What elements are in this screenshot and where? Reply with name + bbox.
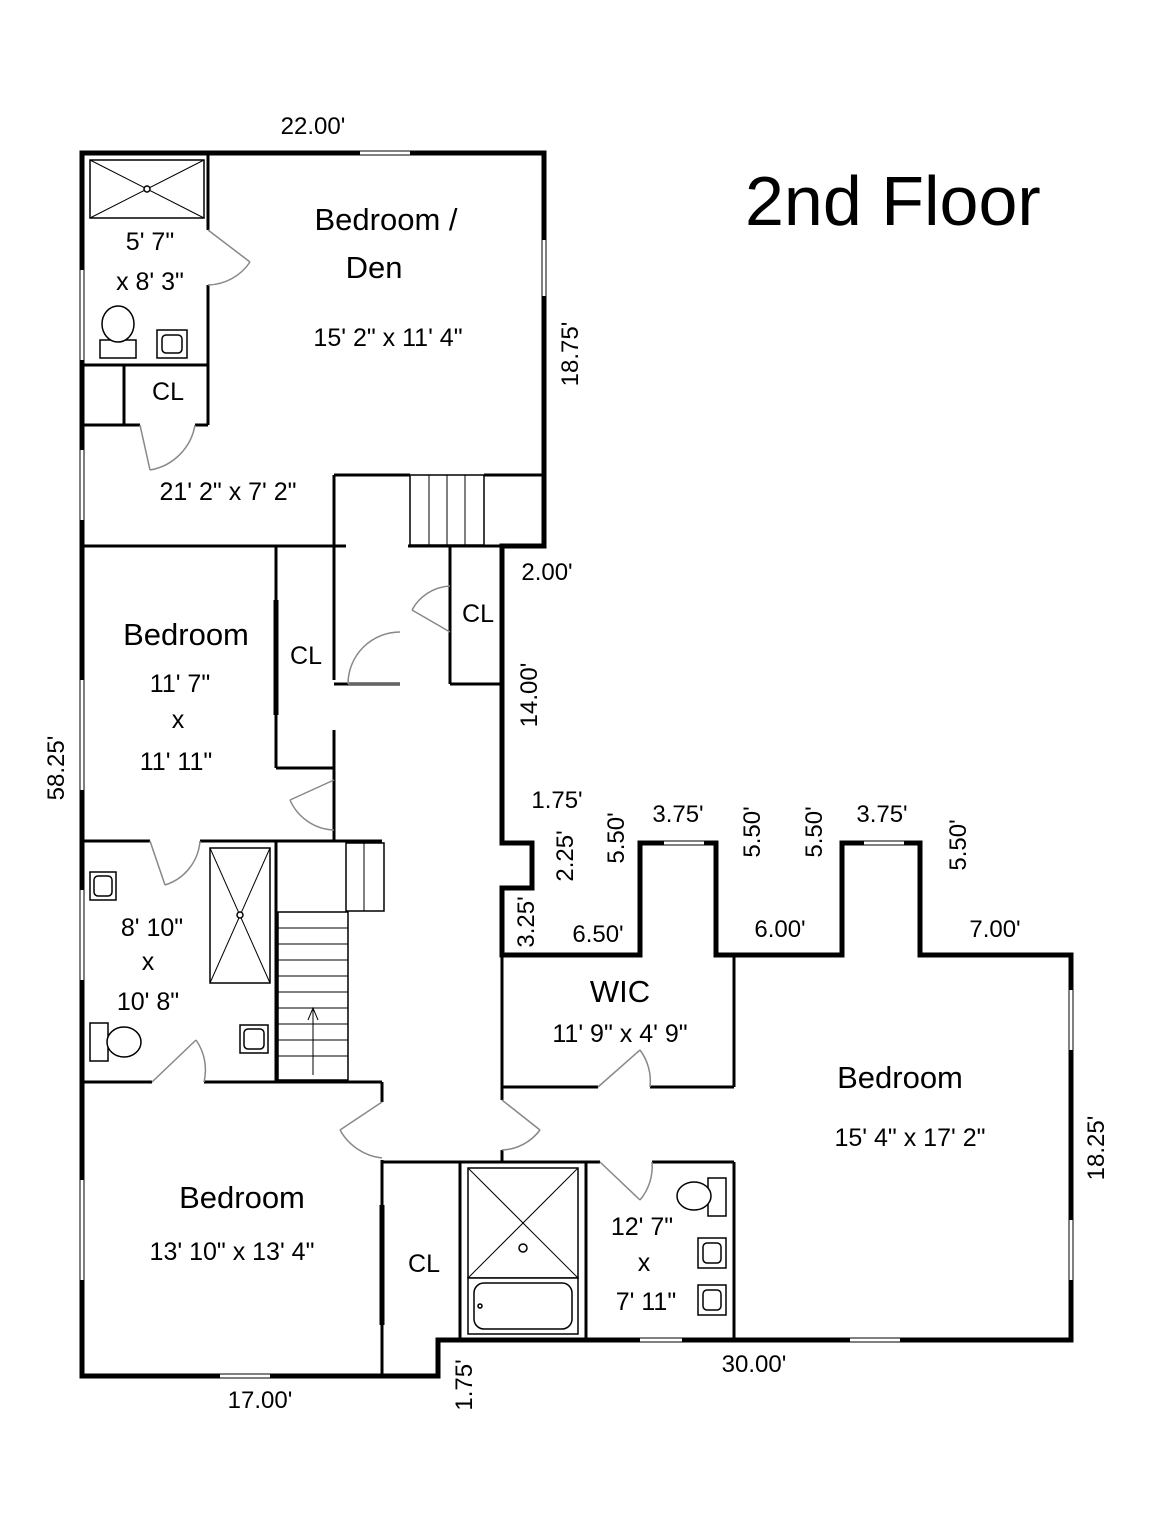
dim-right-lower: 18.25' <box>1083 1116 1110 1181</box>
toilet-mid-icon <box>89 1022 142 1062</box>
bath-top-size-2: x 8' 3" <box>116 268 184 296</box>
sink-master-2-icon <box>697 1284 727 1316</box>
shower-top-icon <box>89 159 205 219</box>
bedroom-den-size: 15' 2" x 11' 4" <box>313 324 462 352</box>
closet-mid-label: CL <box>290 642 322 670</box>
dim-jog-325: 3.25' <box>513 896 540 947</box>
dimension-labels: 22.00' 18.75' 2.00' 14.00' 58.25' 1.75' … <box>43 113 1110 1414</box>
dim-jog-175: 1.75' <box>531 787 582 814</box>
closet-bottom-label: CL <box>408 1250 440 1278</box>
dim-right-upper: 18.75' <box>557 322 584 387</box>
bedroom-bottom-label: Bedroom <box>179 1180 305 1215</box>
dim-top: 22.00' <box>281 113 346 140</box>
bedroom-den-label-2: Den <box>346 250 403 285</box>
dim-gap-600: 6.00' <box>754 916 805 943</box>
bedroom-mid-label: Bedroom <box>123 617 249 652</box>
toilet-master-icon <box>676 1177 727 1217</box>
dim-bump1-top: 3.75' <box>652 801 703 828</box>
closet-top-label: CL <box>152 378 184 406</box>
dim-right-mid: 14.00' <box>516 663 543 728</box>
bedroom-bottom-size: 13' 10" x 13' 4" <box>150 1238 315 1266</box>
stairs-main-icon <box>277 842 385 1081</box>
dim-bump2-top: 3.75' <box>856 801 907 828</box>
fixtures <box>89 159 727 1335</box>
dim-bump2-side-b: 5.50' <box>945 819 972 870</box>
master-bath-size-3: 7' 11" <box>616 1288 676 1316</box>
bedroom-mid-size-1: 11' 7" <box>150 670 210 698</box>
sink-mid-left-icon <box>89 871 117 901</box>
doors <box>139 229 653 1325</box>
sink-master-1-icon <box>697 1237 727 1269</box>
shower-mid-icon <box>209 847 271 984</box>
dim-left: 58.25' <box>43 736 70 801</box>
sink-top-icon <box>156 329 188 359</box>
dim-step-2: 2.00' <box>521 559 572 586</box>
dim-jog-225: 2.25' <box>552 830 579 881</box>
shower-master-icon <box>467 1167 579 1279</box>
wic-size: 11' 9" x 4' 9" <box>552 1020 687 1048</box>
master-bath-size-2: x <box>638 1249 651 1277</box>
hall-top-size: 21' 2" x 7' 2" <box>159 478 296 506</box>
interior-walls <box>82 153 736 1376</box>
dim-bump-650: 6.50' <box>572 921 623 948</box>
master-bath-size-1: 12' 7" <box>611 1213 673 1241</box>
bedroom-den-label: Bedroom / <box>314 202 457 237</box>
master-bedroom-size: 15' 4" x 17' 2" <box>834 1124 985 1152</box>
dim-seg-700: 7.00' <box>969 916 1020 943</box>
bath-top-size: 5' 7" <box>126 228 174 256</box>
bath-mid-size-3: 10' 8" <box>117 988 179 1016</box>
wic-label: WIC <box>590 974 650 1009</box>
dim-bump1-side-a: 5.50' <box>603 812 630 863</box>
bedroom-mid-size-2: x <box>172 706 185 734</box>
stairs-top-icon <box>409 474 485 546</box>
dim-bump1-side-b: 5.50' <box>739 806 766 857</box>
dim-bump2-side-a: 5.50' <box>801 806 828 857</box>
bedroom-mid-size-3: 11' 11" <box>140 748 213 776</box>
bath-mid-size-1: 8' 10" <box>121 914 183 942</box>
dim-bottom-left: 17.00' <box>228 1387 293 1414</box>
sink-mid-right-icon <box>239 1024 269 1054</box>
master-bedroom-label: Bedroom <box>837 1060 963 1095</box>
bathtub-master-icon <box>467 1277 579 1335</box>
toilet-top-icon <box>99 305 137 359</box>
windows <box>78 149 1075 1380</box>
floor-title: 2nd Floor <box>745 162 1041 240</box>
closet-hall-label: CL <box>462 600 494 628</box>
room-labels: Bedroom / Den 15' 2" x 11' 4" 5' 7" x 8'… <box>116 202 985 1316</box>
bath-mid-size-2: x <box>142 948 155 976</box>
dim-bottom-right: 30.00' <box>722 1351 787 1378</box>
dim-bottom-step: 1.75' <box>451 1359 478 1410</box>
